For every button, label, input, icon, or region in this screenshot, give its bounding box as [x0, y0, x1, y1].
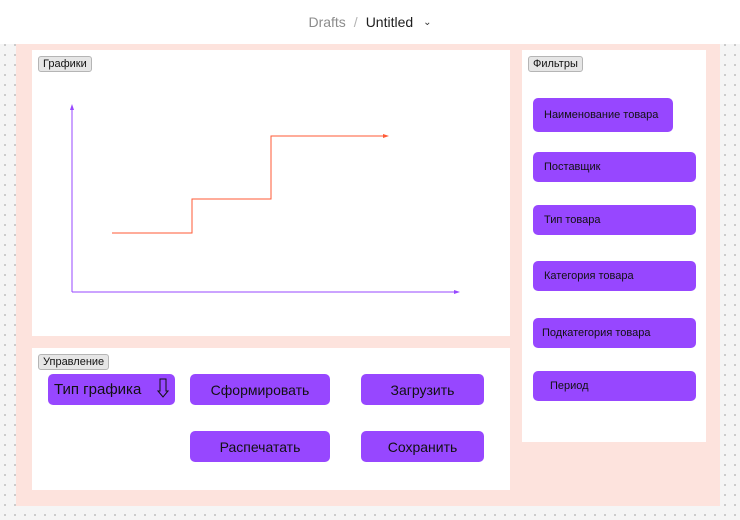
- main-frame: Графики Управление Тип графика Сформиров…: [16, 44, 720, 506]
- filter-product-category[interactable]: Категория товара: [533, 261, 696, 291]
- filter-product-type[interactable]: Тип товара: [533, 205, 696, 235]
- load-button[interactable]: Загрузить: [361, 374, 484, 405]
- control-panel: Управление Тип графика Сформировать Загр…: [32, 348, 510, 490]
- chart-type-label: Тип графика: [54, 381, 142, 398]
- print-button-label: Распечатать: [219, 438, 301, 455]
- filter-label: Категория товара: [544, 270, 634, 282]
- filter-supplier[interactable]: Поставщик: [533, 152, 696, 182]
- filters-panel: Фильтры Наименование товара Поставщик Ти…: [522, 50, 706, 442]
- filter-label: Поставщик: [544, 161, 601, 173]
- x-axis-arrow: [454, 290, 460, 294]
- save-button-label: Сохранить: [387, 438, 458, 455]
- filter-product-subcategory[interactable]: Подкатегория товара: [533, 318, 696, 348]
- step-line: [112, 135, 384, 234]
- y-axis-arrow: [70, 104, 74, 110]
- filter-label: Подкатегория товара: [542, 327, 651, 339]
- breadcrumb-drafts[interactable]: Drafts: [308, 14, 346, 30]
- charts-panel-label: Графики: [38, 56, 92, 72]
- filter-label: Период: [550, 380, 589, 392]
- step-line-arrow: [383, 134, 389, 138]
- filter-label: Тип товара: [544, 214, 601, 226]
- chart-type-dropdown[interactable]: Тип графика: [48, 374, 175, 405]
- charts-panel: Графики: [32, 50, 510, 336]
- print-button[interactable]: Распечатать: [190, 431, 330, 462]
- file-title[interactable]: Untitled: [365, 14, 414, 30]
- chart-area: [70, 104, 460, 294]
- breadcrumb-separator: /: [353, 14, 358, 30]
- filter-label: Наименование товара: [544, 109, 659, 121]
- load-button-label: Загрузить: [390, 381, 455, 398]
- save-button[interactable]: Сохранить: [361, 431, 484, 462]
- filter-product-name[interactable]: Наименование товара: [533, 98, 673, 132]
- filter-period[interactable]: Период: [533, 371, 696, 401]
- arrow-down-icon: [157, 378, 169, 398]
- filters-panel-label: Фильтры: [528, 56, 583, 72]
- chevron-down-icon[interactable]: ⌄: [423, 16, 432, 28]
- form-button[interactable]: Сформировать: [190, 374, 330, 405]
- form-button-label: Сформировать: [210, 381, 310, 398]
- control-panel-label: Управление: [38, 354, 110, 370]
- top-bar: Drafts / Untitled ⌄: [0, 0, 740, 44]
